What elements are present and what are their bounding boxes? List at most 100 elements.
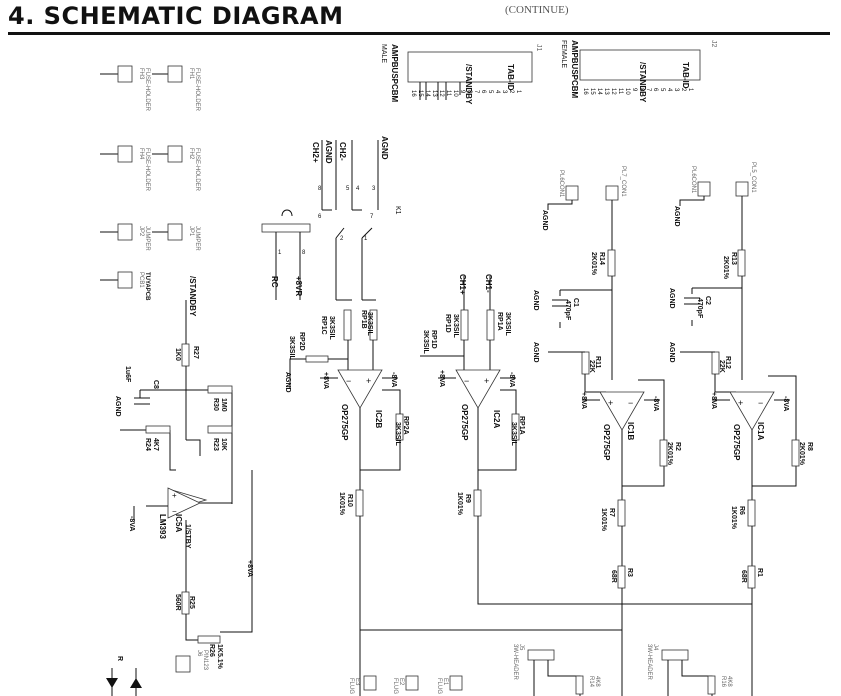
opamp-ic1b [599, 391, 645, 431]
resistor-r1 [747, 565, 756, 589]
standby-agnd: AGND [114, 396, 121, 417]
rp2d-value: 3K3SIL [288, 336, 295, 360]
diode-left [106, 678, 118, 688]
fh2-ref: FH2 [188, 148, 194, 160]
rp1b-value: 3K3SIL [366, 312, 373, 336]
capacitor-c2 [684, 297, 700, 305]
resistor-r25 [181, 591, 190, 615]
fuse-holder-fh1 [167, 65, 183, 83]
relay-pin: 5 [346, 186, 350, 192]
ic1b-stage: R14 2K01% C1 470pF AGND R11 22K AGND + −… [532, 249, 681, 696]
ic2a-value: OP275GP [460, 404, 469, 441]
j1-pin: 2 [508, 90, 514, 94]
relay-net-agnd-1: AGND [324, 140, 333, 164]
page-subtitle: (CONTINUE) [505, 4, 569, 16]
resistor-r26 [197, 635, 221, 644]
relay-pin: 1 [364, 236, 368, 242]
standby-stage: /STANDBY R27 1K0 C8 1u6F R30 1M0 AGND R2… [114, 276, 253, 670]
relay-net-ch2m: CH2- [338, 142, 347, 161]
ic1b-feedback [621, 379, 665, 500]
r3-ref: R3 [626, 568, 633, 577]
rp1d-value-2: 3K3SIL [422, 330, 429, 354]
r25-wire [185, 614, 198, 641]
r3-value: 68R [610, 570, 617, 583]
resistor-r8 [791, 439, 800, 467]
r27-value: 1K0 [174, 348, 181, 361]
pl6con1-left-ref: PL6CON1 [558, 170, 564, 198]
ic5a-value: LM393 [158, 514, 167, 539]
resistor-rp1c [343, 309, 352, 341]
r6-ref: R6 [738, 506, 745, 515]
r25-value: 560R [174, 594, 181, 611]
r9-value: 1K01% [456, 492, 463, 516]
c1-ref: C1 [572, 298, 579, 307]
connector-j6 [175, 655, 191, 673]
ic2b-plus: + [366, 376, 371, 386]
rp2d-ref: RP2D [298, 332, 305, 351]
j2-pin: 11 [617, 88, 623, 95]
r23-ref: R23 [212, 438, 219, 451]
ic5a-minus8va: -8VA [128, 516, 135, 531]
ic5a-ref: IC5A [174, 514, 183, 532]
j1-subtitle: MALE [380, 44, 387, 63]
ic2b-plus8va: +8VA [322, 372, 329, 389]
j2-pin: 1 [687, 88, 693, 92]
e2-ref: E2 [398, 678, 404, 686]
ic2a-minus8va: -8VA [508, 372, 515, 387]
j1-pin: 14 [424, 90, 430, 97]
ic1b-agnd-2: AGND [532, 342, 539, 363]
resistor-r14 [607, 249, 616, 277]
j1-title: AMPBUSPCBM [390, 44, 399, 103]
j1-pin: 10 [452, 90, 458, 97]
rp1a-fb-ref: RP1A [518, 416, 525, 435]
diode-ref: R [116, 656, 123, 661]
ch1-plus-label: CH1+ [458, 274, 467, 295]
relay-contacts [322, 209, 373, 239]
relay-pin: 2 [340, 236, 344, 242]
relay-coil-pin-1: 1 [278, 250, 282, 256]
pl5-con1-ref: PL5_CON1 [750, 162, 756, 193]
capacitor-c8 [134, 397, 150, 405]
r12-value: 22K [718, 360, 725, 373]
c2-value: 470pF [696, 298, 703, 319]
rp2a-ref: RP2A [402, 416, 409, 435]
opamp-ic2a [455, 369, 501, 409]
r16-value: 4K8 [726, 676, 732, 687]
pl7-con1-ref: PL7_CON1 [620, 166, 626, 197]
rp1a-value: 3K3SIL [504, 312, 511, 336]
bottom-parts: J6 PIN123 R E3 FLUG E2 FLUG E1 FLUG J5 3… [106, 644, 732, 696]
j2-pin: 12 [610, 88, 616, 95]
jp2-desc: JUMPER [144, 226, 150, 251]
ic1b-value: OP275GP [602, 424, 611, 461]
ic2b-value: OP275GP [340, 404, 349, 441]
comparator-ic5a-body [167, 487, 201, 519]
ic1a-ref: IC1A [756, 422, 765, 440]
diode-right [130, 678, 142, 688]
j5-ref: J5 [518, 644, 524, 651]
relay-pin: 3 [372, 186, 376, 192]
resistor-r12 [711, 351, 720, 375]
ic1b-input-wires [559, 276, 613, 380]
r9-ref: R9 [464, 494, 471, 503]
pl6con1-right-wire [679, 196, 705, 206]
j2-pin: 15 [589, 88, 595, 95]
ic2b-output-wire [359, 408, 401, 471]
resistor-r3 [617, 565, 626, 589]
j2-pin: 5 [659, 88, 665, 92]
ic2b-agnd: AGND [284, 372, 291, 393]
j1-pin: 3 [501, 90, 507, 94]
resistor-r30 [207, 385, 233, 394]
resistor-r10 [355, 489, 364, 517]
j1-pin: 4 [494, 90, 500, 94]
ic1a-feedback [751, 375, 797, 500]
ic1b-r11-wires [548, 351, 606, 393]
ic2b-out-bus [359, 516, 620, 631]
rp1d-value: 3K3SIL [452, 314, 459, 338]
connector-j2-pins: 16 15 14 13 12 11 10 9 8 7 6 5 4 3 2 1 [582, 88, 693, 95]
output-bus-lines [359, 629, 622, 696]
relay-pin: 7 [370, 214, 374, 220]
j2-pin: 13 [603, 88, 609, 95]
flug-e1 [449, 675, 463, 691]
pcb1-ref: PCB1 [138, 272, 144, 288]
relay-coil [261, 223, 311, 233]
